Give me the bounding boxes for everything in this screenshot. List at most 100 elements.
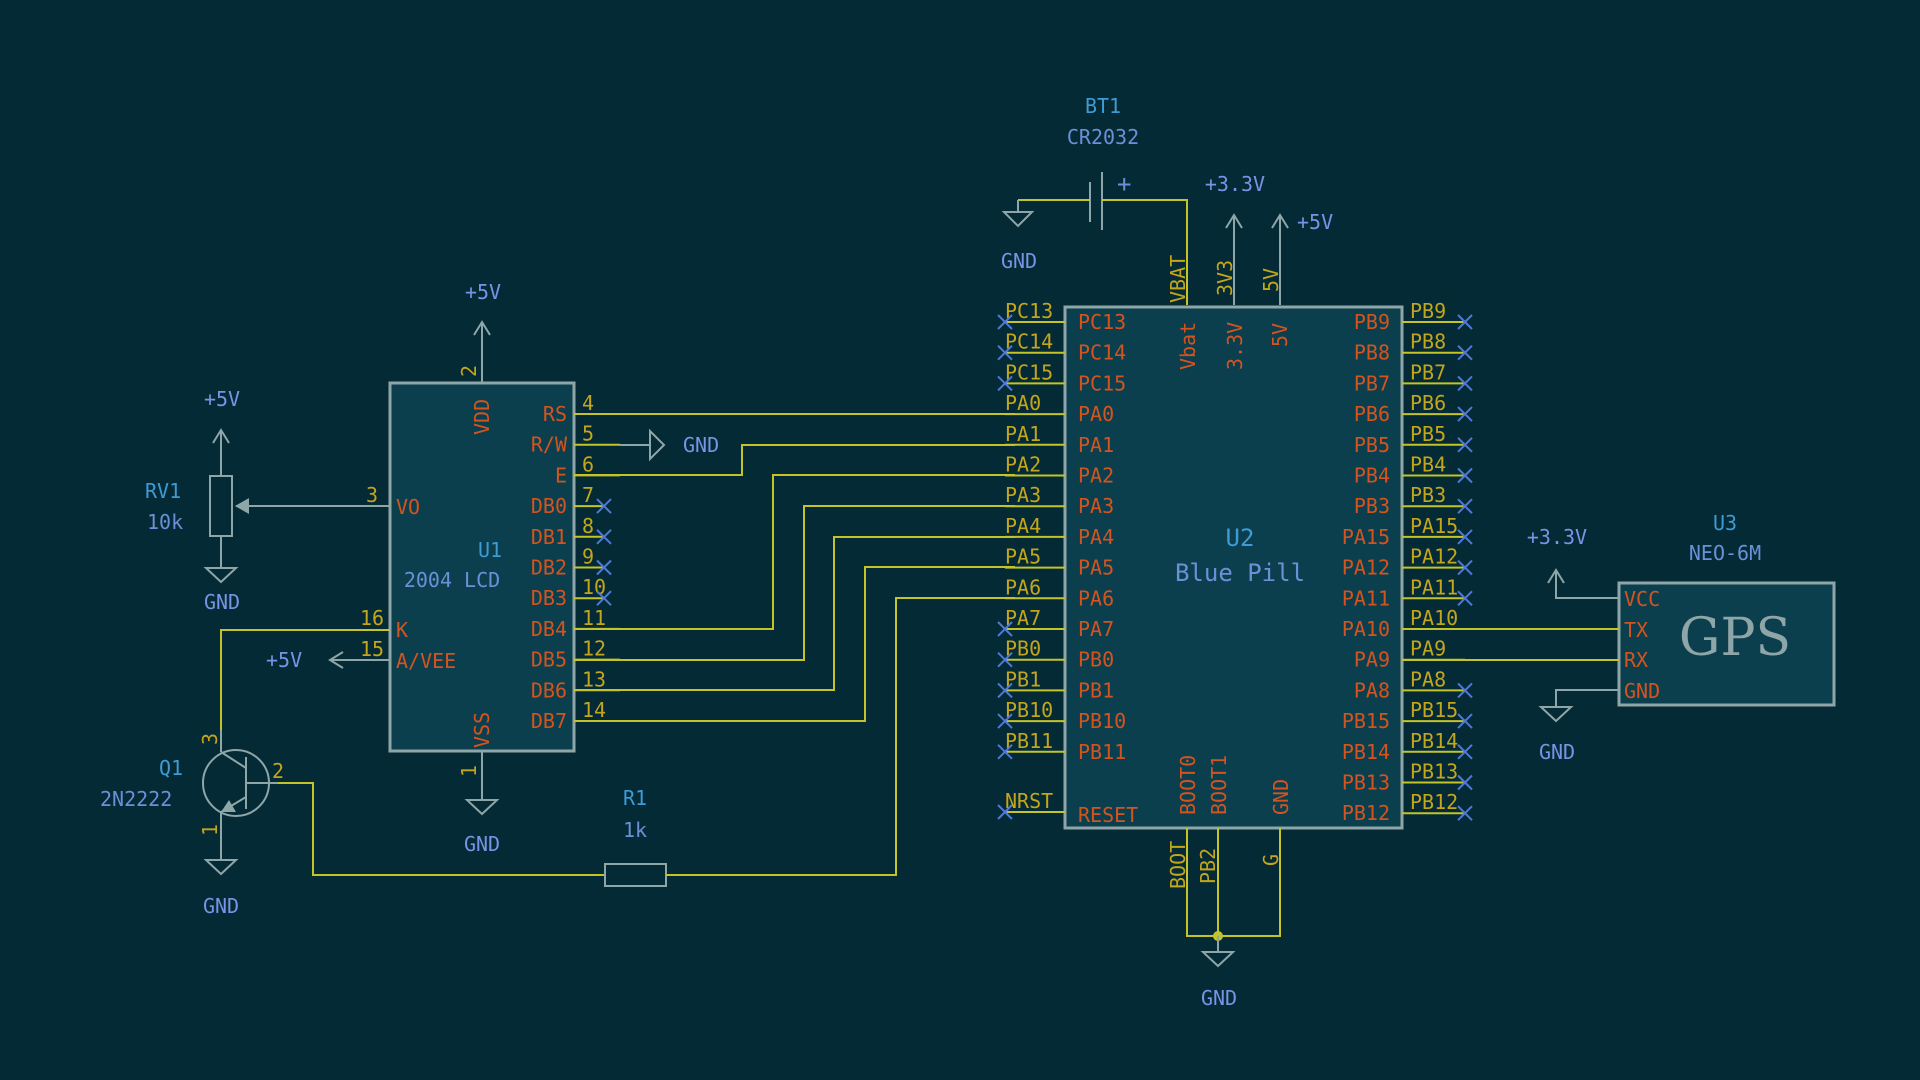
u2-net-right: PB12: [1410, 790, 1458, 814]
u3-pin-tx: TX: [1624, 618, 1648, 642]
u2-left-nc-mark: [997, 621, 1013, 637]
q1-pin3: 3: [198, 733, 222, 745]
u1-nc-mark: [596, 529, 612, 545]
u2-left-nc-mark: [997, 344, 1013, 361]
u2-left-nc-mark: [997, 375, 1013, 392]
u1-nc-mark: [596, 498, 612, 514]
q1-transistor[interactable]: Q1 2N2222 GND 3 2 1: [100, 629, 605, 918]
bt1-gnd-label: GND: [1001, 249, 1037, 273]
u1-rw-gnd: GND: [683, 433, 719, 457]
u2-pin-left: PA1: [1078, 433, 1114, 457]
rv1-gnd-label: GND: [204, 590, 240, 614]
u2-left-nc-mark: [997, 314, 1013, 330]
u2-net-right: PB9: [1410, 299, 1446, 323]
u2-pin-left: PA5: [1078, 556, 1114, 580]
u2-pin-right: PB12: [1342, 801, 1390, 825]
bt1-battery[interactable]: BT1 CR2032 + GND: [1001, 94, 1188, 305]
u2-net-right: PB3: [1410, 483, 1446, 507]
u2-net-5v: 5V: [1259, 268, 1283, 292]
q1-gnd-label: GND: [203, 894, 239, 918]
u1-num-right: 14: [582, 698, 606, 722]
u1-num-right: 12: [582, 637, 606, 661]
r1-value: 1k: [623, 818, 647, 842]
u2-net-right: PA10: [1410, 606, 1458, 630]
u2-net-nrst: NRST: [1005, 789, 1053, 813]
u2-blue-pill[interactable]: U2 Blue Pill Vbat 3.3V 5V VBAT 3V3 5V BO…: [997, 255, 1473, 1010]
u2-body: [1063, 305, 1404, 830]
u2-pin-boot0: BOOT0: [1176, 755, 1200, 815]
u2-pin-left: PC13: [1078, 310, 1126, 334]
u2-net-left: PA2: [1005, 453, 1041, 477]
u2-pin-left: PC14: [1078, 341, 1126, 365]
u3-pin-rx: RX: [1624, 648, 1648, 672]
u2-pin-left: PA4: [1078, 525, 1114, 549]
u1-body: [388, 381, 576, 753]
u3-value: NEO-6M: [1689, 541, 1761, 565]
u2-right-nc-mark: [1457, 406, 1473, 422]
u3-gps-module[interactable]: U3 NEO-6M GPS VCC TX RX GND +3.3V GND: [1402, 511, 1836, 764]
u2-pin-right: PB13: [1342, 771, 1390, 795]
u1-pin-k: K: [396, 618, 408, 642]
u3-pin-gnd: GND: [1624, 679, 1660, 703]
u2-pin-right: PB14: [1342, 740, 1390, 764]
u2-right-nc-mark: [1457, 314, 1473, 330]
u3-pin-vcc: VCC: [1624, 587, 1660, 611]
u2-net-left: PB10: [1005, 698, 1053, 722]
u1-pin-right: RS: [543, 402, 567, 426]
u2-net-left: PA0: [1005, 391, 1041, 415]
u1-vdd-power: +5V: [465, 280, 501, 304]
u2-left-nc-mark: [997, 713, 1013, 729]
rv1-ref: RV1: [145, 479, 181, 503]
u2-right-nc-mark: [1457, 375, 1473, 392]
u1-pin-vdd: VDD: [470, 399, 494, 435]
u2-right-nc-mark: [1457, 467, 1473, 484]
r1-resistor[interactable]: R1 1k: [604, 597, 1015, 887]
u2-net-vbat: VBAT: [1166, 255, 1190, 303]
u2-right-nc-mark: [1457, 437, 1473, 453]
u2-net-right: PA12: [1410, 545, 1458, 569]
u2-net-pb2: PB2: [1196, 848, 1220, 884]
lcd-mcu-wires: [574, 413, 1015, 722]
u1-nc-mark: [596, 559, 612, 576]
u2-net-right: PB8: [1410, 330, 1446, 354]
u2-net-right: PB4: [1410, 453, 1446, 477]
u3-body: [1617, 581, 1836, 707]
u1-pin-right: E: [555, 463, 567, 487]
u2-value: Blue Pill: [1175, 559, 1305, 587]
u2-net-g: G: [1259, 854, 1283, 866]
u1-a-power: +5V: [266, 648, 302, 672]
rv1-potentiometer[interactable]: RV1 10k +5V GND: [145, 387, 390, 614]
u1-gnd-label: GND: [464, 832, 500, 856]
u2-pin-left: PB11: [1078, 740, 1126, 764]
u2-net-left: PA3: [1005, 483, 1041, 507]
u2-pin-left: PC15: [1078, 371, 1126, 395]
u2-gnd-label: GND: [1201, 986, 1237, 1010]
u2-left-nc-mark: [997, 651, 1013, 668]
u2-net-left: PB1: [1005, 667, 1041, 691]
u1-pin-right: DB3: [531, 586, 567, 610]
u2-pin-left: PB0: [1078, 648, 1114, 672]
u2-right-nc-mark: [1457, 590, 1473, 607]
u2-pin-left: PB10: [1078, 709, 1126, 733]
u3-ref: U3: [1713, 511, 1737, 535]
u2-pin-right: PA9: [1354, 648, 1390, 672]
u2-pin-gnd: GND: [1269, 779, 1293, 815]
u2-left-nc-mark: [997, 744, 1013, 760]
u1-lcd[interactable]: U1 2004 LCD VDD 2 +5V VSS 1 GND VO 3 K 1…: [266, 280, 719, 856]
u1-num-a: 15: [360, 637, 384, 661]
u2-pin-right: PB5: [1354, 433, 1390, 457]
u2-net-right: PB14: [1410, 729, 1458, 753]
u2-net-left: PA5: [1005, 545, 1041, 569]
u1-nc-mark: [596, 590, 612, 606]
u2-pin-reset: RESET: [1078, 803, 1138, 827]
u2-right-nc-mark: [1457, 774, 1473, 791]
u1-pin-right: DB5: [531, 648, 567, 672]
u1-pin-vo: VO: [396, 495, 420, 519]
u2-right-nc-mark: [1457, 498, 1473, 514]
u2-pin-3v3: 3.3V: [1223, 322, 1247, 370]
u2-pin-left: PA0: [1078, 402, 1114, 426]
u2-net-right: PA11: [1410, 575, 1458, 599]
u2-right-nc-mark: [1457, 713, 1473, 729]
